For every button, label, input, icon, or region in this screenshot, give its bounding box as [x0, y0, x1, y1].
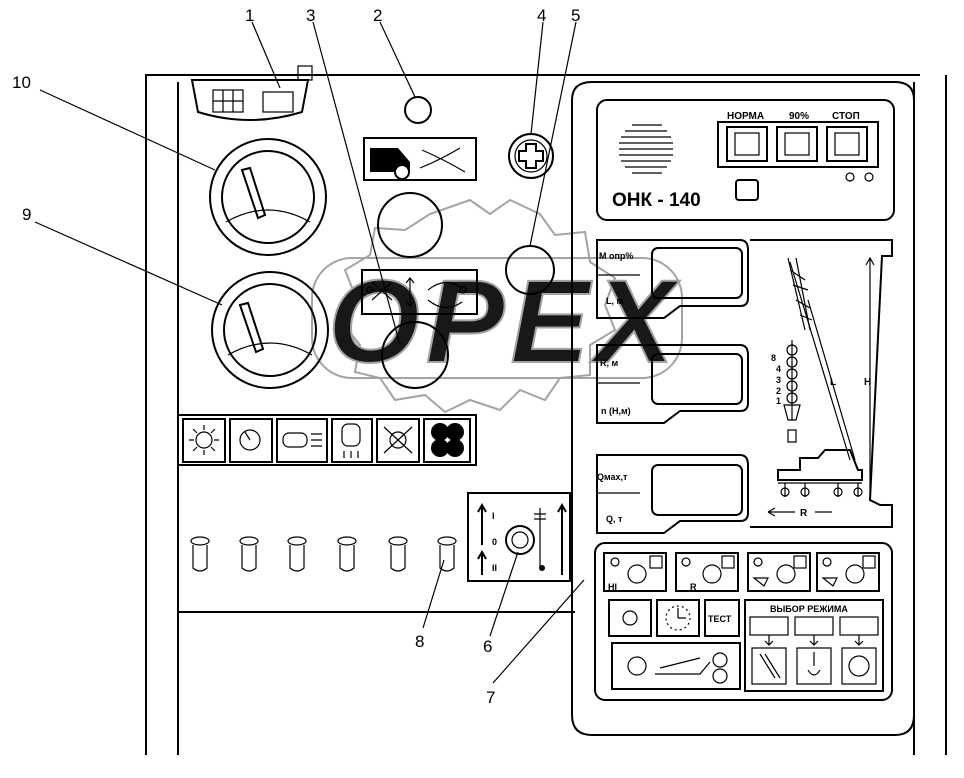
boom-icon-plate	[361, 269, 478, 315]
display-r-n: R, м n (H,м)	[596, 344, 749, 424]
opex-watermark: OPEX	[311, 198, 683, 414]
label-l-m: L, м	[606, 296, 623, 306]
key-tilt-2[interactable]	[816, 552, 880, 592]
callout-10: 10	[12, 73, 31, 92]
lamp-90	[776, 126, 818, 162]
display-q: Qмах,т Q, т	[596, 454, 749, 534]
switch-sun[interactable]	[182, 418, 226, 463]
speaker-grille	[619, 124, 673, 174]
onk-button[interactable]	[735, 179, 759, 201]
label-m-opr: М опр%	[599, 251, 633, 261]
callout-6: 6	[483, 637, 492, 656]
pushbutton-2[interactable]	[239, 536, 259, 572]
label-stop: СТОП	[832, 111, 860, 122]
key-circle[interactable]	[608, 599, 652, 637]
switch-bank	[177, 414, 477, 466]
switch-gauge[interactable]	[229, 418, 273, 463]
key-test-label: ТЕСТ	[708, 614, 732, 624]
pushbutton-6[interactable]	[437, 536, 457, 572]
mode-stop-icon[interactable]	[841, 647, 877, 685]
lamp-stop	[826, 126, 868, 162]
mode-key-2[interactable]	[794, 616, 834, 636]
hook-num-1: 1	[776, 396, 781, 406]
gauge-10	[209, 138, 327, 256]
leader-lines	[34, 21, 585, 684]
switch-pos-0: 0	[492, 537, 497, 547]
mode-jib-icon[interactable]	[751, 647, 787, 685]
switch-pos-I: I	[492, 511, 495, 521]
key-lock[interactable]	[505, 525, 535, 555]
crane-label-H: H	[864, 377, 871, 388]
label-r-m: R, м	[600, 358, 619, 368]
item1-lamp-housing	[190, 65, 313, 121]
key-scissors[interactable]	[611, 642, 741, 690]
callout-5: 5	[571, 6, 580, 25]
item2-indicator-lamp	[404, 96, 432, 124]
key-r-label: R	[690, 582, 697, 592]
mode-key-1[interactable]	[749, 616, 789, 636]
callout-8: 8	[415, 632, 424, 651]
device-title: ОНК - 140	[612, 190, 701, 211]
key-r[interactable]: R	[675, 552, 739, 592]
switch-pos-II: II	[492, 563, 497, 573]
switch-warning[interactable]	[423, 418, 471, 463]
item3-round-button[interactable]	[381, 321, 449, 389]
onk140-panel: НОРМА 90% СТОП ОНК - 140	[571, 81, 915, 736]
hook-num-3: 3	[776, 375, 781, 385]
round-button-upper[interactable]	[377, 192, 443, 258]
callout-4: 4	[537, 6, 546, 25]
pushbutton-1[interactable]	[190, 536, 210, 572]
callout-7: 7	[486, 688, 495, 707]
label-90: 90%	[789, 111, 809, 122]
item4-plus-button[interactable]	[508, 133, 554, 179]
callout-numbers: 1 3 2 4 5 10 9 8 6 7	[12, 6, 580, 707]
display-m-l: М опр% L, м	[596, 239, 749, 319]
mode-key-3[interactable]	[839, 616, 879, 636]
key-test[interactable]: ТЕСТ	[704, 599, 740, 637]
crane-label-R: R	[800, 508, 808, 519]
callout-2: 2	[373, 6, 382, 25]
mode-hook-icon[interactable]	[796, 647, 832, 685]
gauge-9	[211, 271, 329, 389]
pushbutton-3[interactable]	[287, 536, 307, 572]
mode-select-label: ВЫБОР РЕЖИМА	[770, 604, 848, 614]
callout-1: 1	[245, 6, 254, 25]
key-tilt-1[interactable]	[747, 552, 811, 592]
mode-select-panel: ВЫБОР РЕЖИМА	[744, 599, 884, 692]
truck-icon-plate	[363, 137, 477, 181]
key-hi-label: HI	[608, 582, 617, 592]
label-q-max: Qмах,т	[597, 472, 628, 482]
item6-key-switch: I 0 II	[467, 492, 571, 582]
hook-num-2: 2	[776, 386, 781, 396]
key-clock[interactable]	[656, 599, 700, 637]
switch-lights[interactable]	[276, 418, 328, 463]
item8-pushbuttons	[190, 536, 457, 572]
hook-num-4: 4	[776, 364, 781, 374]
pushbutton-5[interactable]	[388, 536, 408, 572]
label-norma: НОРМА	[727, 111, 764, 122]
switch-fan[interactable]	[376, 418, 420, 463]
callout-9: 9	[22, 205, 31, 224]
switch-heater[interactable]	[331, 418, 373, 463]
callout-3: 3	[306, 6, 315, 25]
lamp-norma	[726, 126, 768, 162]
crane-label-L: L	[830, 377, 836, 388]
hook-num-8: 8	[771, 353, 776, 363]
key-hi[interactable]: HI	[603, 552, 667, 592]
crane-diagram: 8 4 3 2 1 L H R	[750, 239, 893, 528]
label-n-hm: n (H,м)	[601, 406, 631, 416]
item7-keypad: HI R	[594, 542, 893, 701]
pushbutton-4[interactable]	[337, 536, 357, 572]
label-q-t: Q, т	[606, 514, 623, 524]
